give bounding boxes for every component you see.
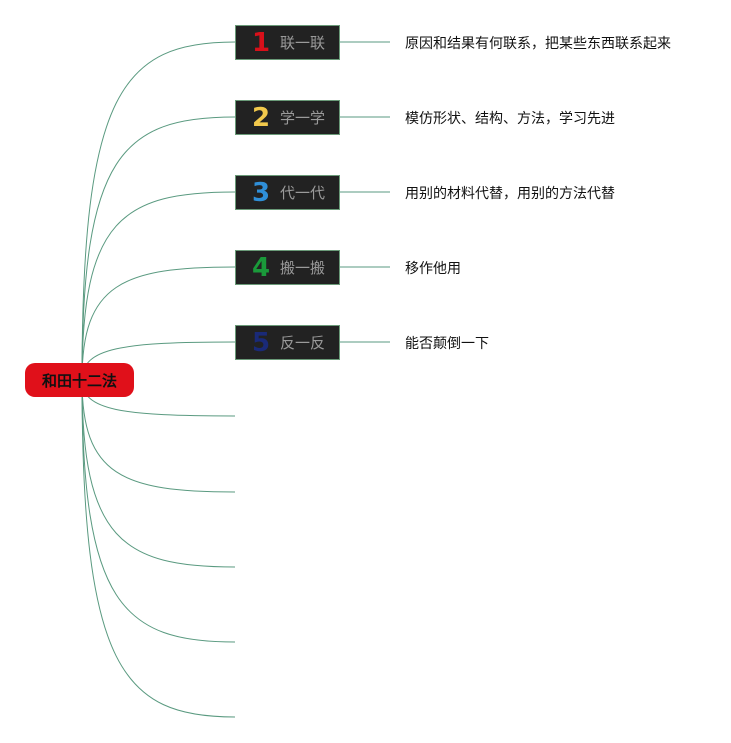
root-node[interactable]: 和田十二法 [25, 363, 134, 397]
branch-node-2[interactable]: 2 学一学 [235, 100, 340, 135]
branch-node-1[interactable]: 1 联一联 [235, 25, 340, 60]
branch-node-3[interactable]: 3 代一代 [235, 175, 340, 210]
branch-label-4: 搬一搬 [280, 259, 326, 277]
branch-label-3: 代一代 [280, 184, 326, 202]
branch-number-1: 1 [252, 27, 271, 58]
branch-number-2: 2 [252, 102, 271, 133]
branch-node-5[interactable]: 5 反一反 [235, 325, 340, 360]
root-label: 和田十二法 [41, 371, 117, 390]
branch-description-2: 模仿形状、结构、方法，学习先进 [405, 111, 615, 127]
branch-description-3: 用别的材料代替，用别的方法代替 [405, 186, 615, 202]
branch-label-1: 联一联 [280, 34, 326, 52]
connector-line-2 [81, 116, 236, 381]
branch-description-1: 原因和结果有何联系，把某些东西联系起来 [405, 36, 671, 52]
branch-number-5: 5 [252, 327, 271, 358]
branch-label-2: 学一学 [280, 109, 326, 127]
branch-number-4: 4 [252, 252, 271, 283]
connector-line-10 [81, 379, 236, 718]
branch-label-5: 反一反 [280, 334, 326, 352]
branch-number-3: 3 [252, 177, 271, 208]
branch-description-5: 能否颠倒一下 [405, 336, 489, 352]
branch-node-4[interactable]: 4 搬一搬 [235, 250, 340, 285]
connector-line-1 [81, 41, 236, 381]
connector-line-9 [81, 379, 236, 643]
branch-description-4: 移作他用 [405, 261, 461, 277]
connector-line-4 [81, 266, 236, 381]
connector-line-7 [81, 379, 236, 493]
connector-line-8 [81, 379, 236, 568]
connector-line-3 [81, 191, 236, 381]
